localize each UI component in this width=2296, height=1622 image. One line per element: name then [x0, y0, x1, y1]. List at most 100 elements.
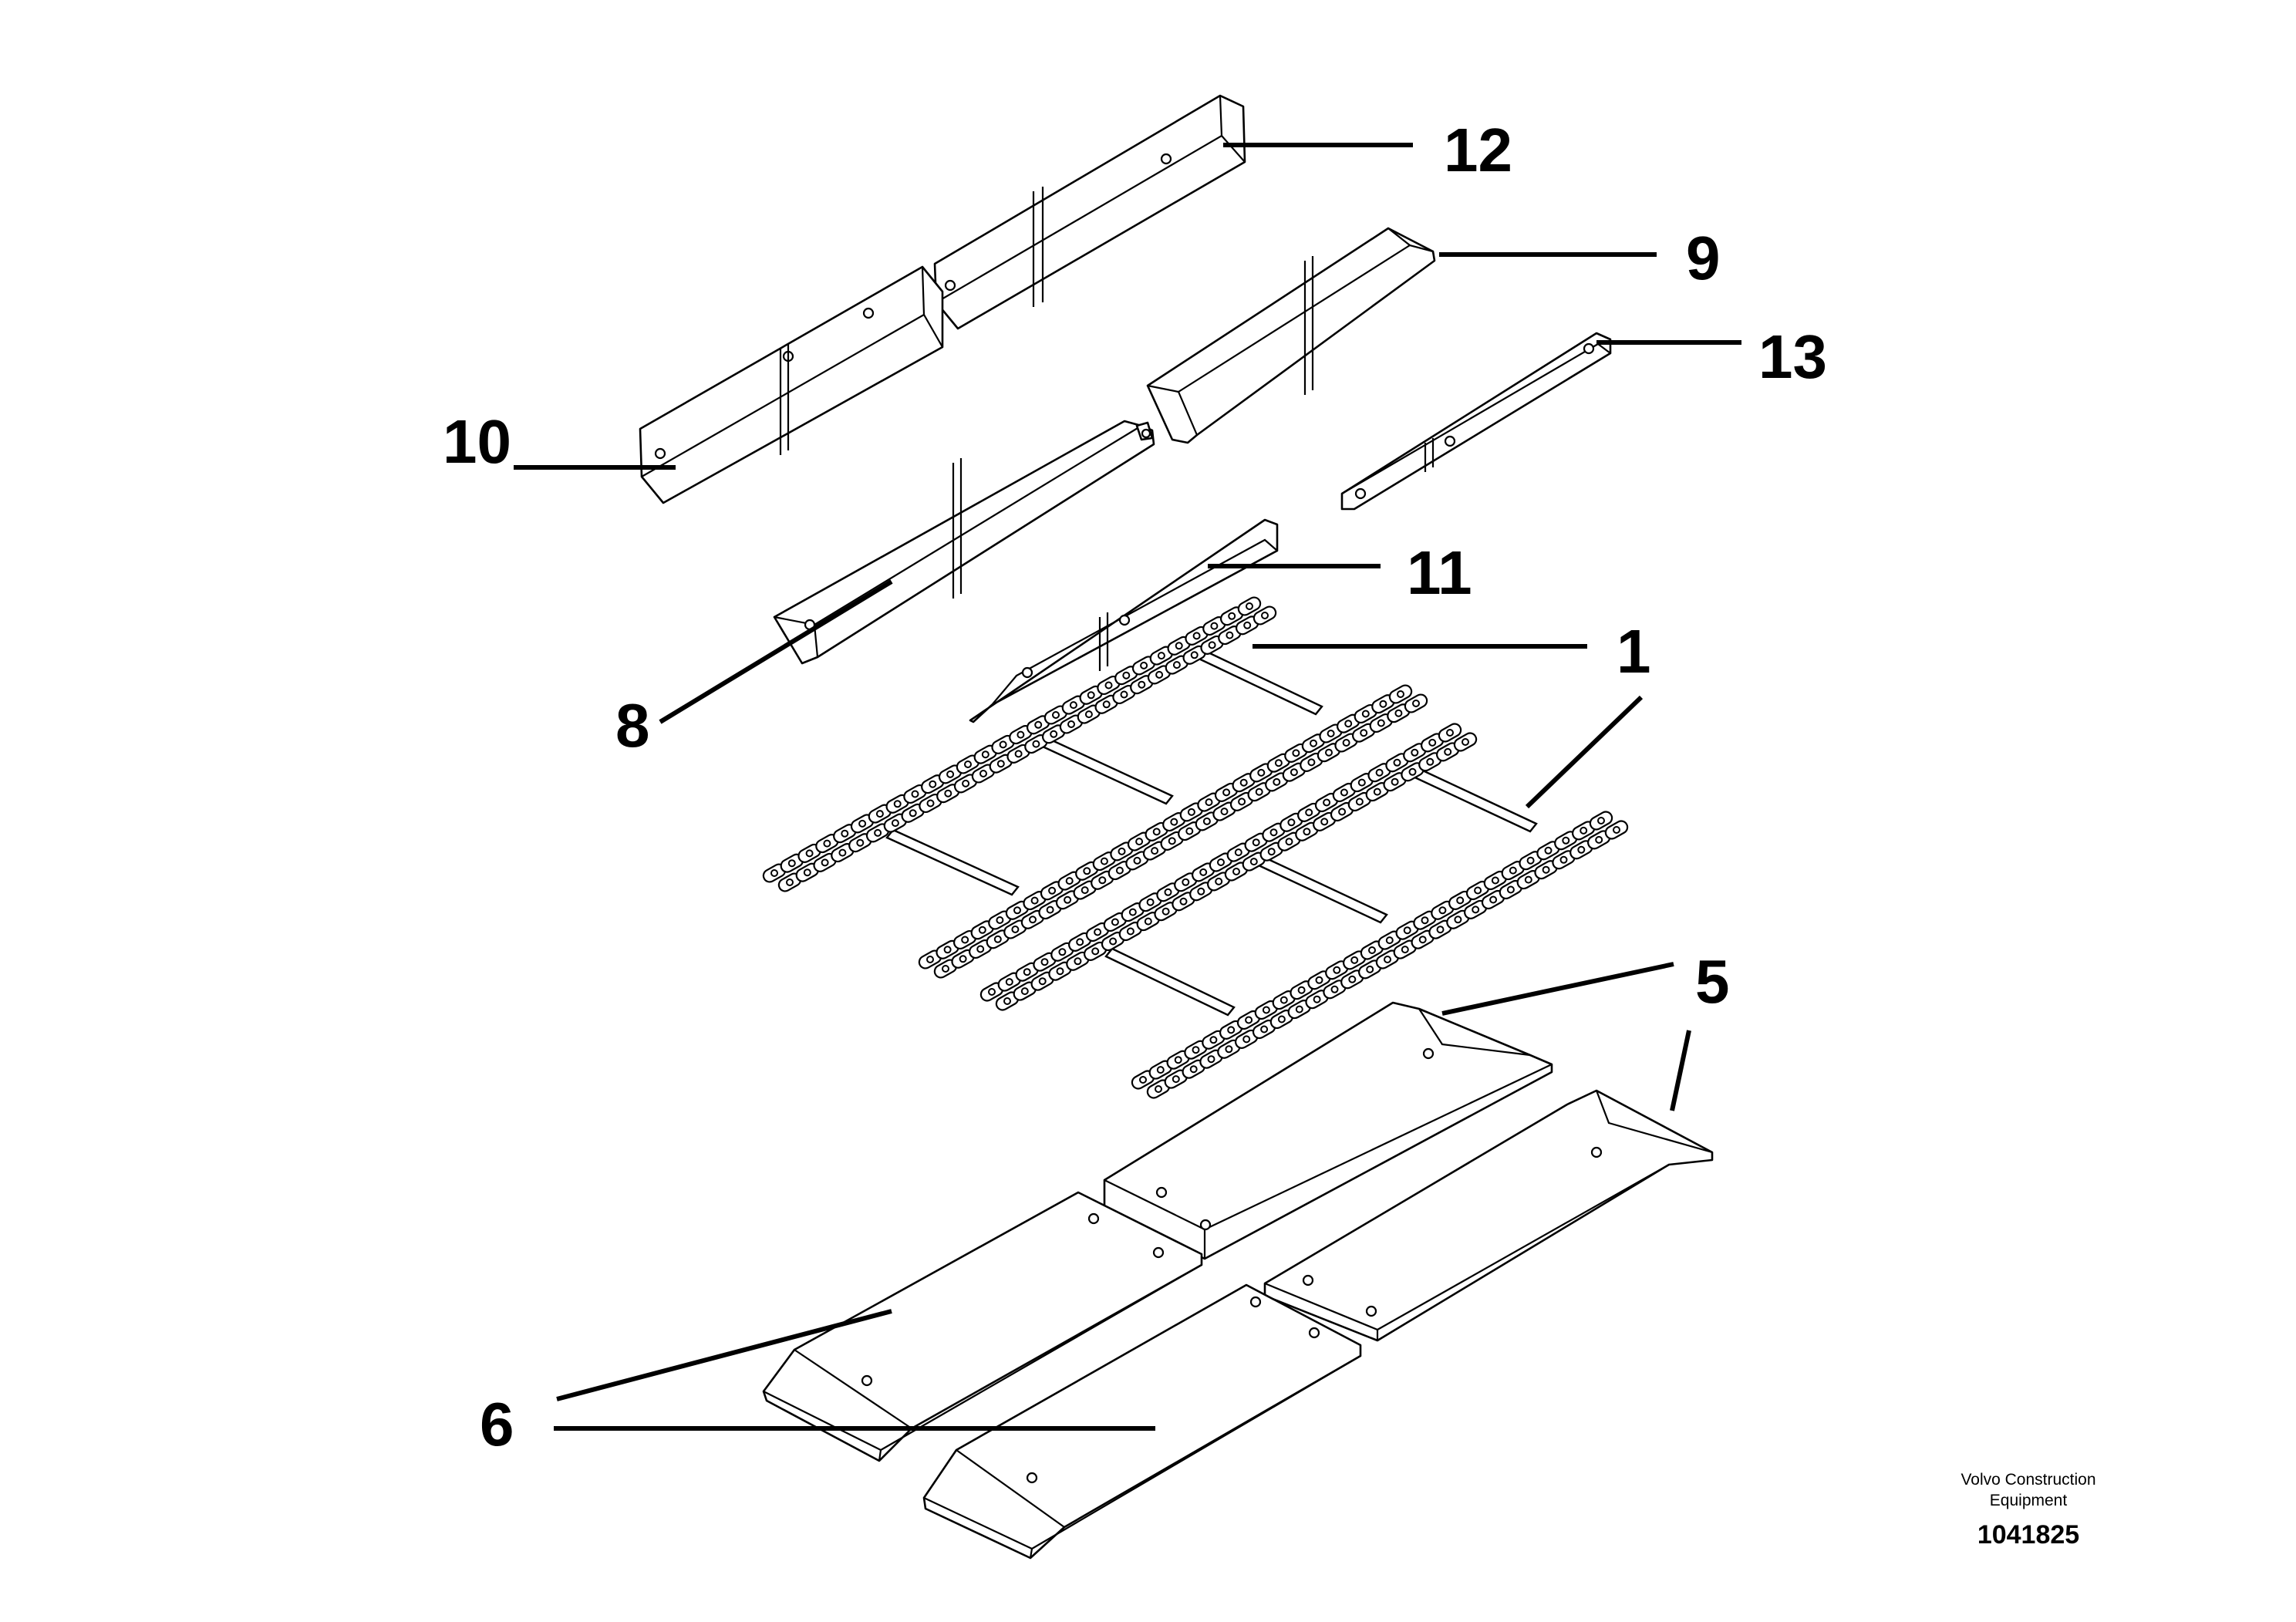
chain-pin [1279, 996, 1288, 1004]
part-8-triangular-guide [773, 420, 1155, 665]
chain-pin [1122, 671, 1131, 679]
chain-pin [1052, 711, 1060, 719]
chain-pin [1261, 612, 1269, 619]
chain-pin [1202, 817, 1211, 825]
leader-6a [556, 1309, 892, 1401]
chain-pin [1064, 895, 1072, 904]
chain-pin [926, 799, 935, 808]
leader-8 [659, 579, 893, 724]
chain-pin [1226, 631, 1234, 639]
chain-pin [1243, 621, 1252, 629]
chain-pin [1325, 748, 1333, 757]
chain-pin [1081, 886, 1089, 895]
chain-pin [996, 760, 1005, 768]
part-13-angle-strip [1340, 332, 1612, 511]
chain-pin [821, 858, 829, 867]
leader-5b [1670, 1030, 1691, 1111]
chain-pin [1303, 828, 1311, 836]
chain-pin [1262, 1006, 1270, 1014]
chain-pin [1524, 875, 1532, 884]
chain-pin [1087, 691, 1095, 700]
chain-pin [1360, 729, 1368, 737]
part-6-wear-plate-a [762, 1191, 1203, 1462]
chain-pin [1273, 777, 1281, 786]
chain-pin [1239, 778, 1248, 787]
part-11-angle-strip [969, 518, 1279, 723]
chain-pin [1310, 739, 1317, 747]
chain-pin [1135, 838, 1144, 846]
chain-pin [1454, 916, 1462, 924]
chain-pin [1580, 826, 1588, 835]
chain-pin [1192, 632, 1201, 640]
chain-pin [803, 868, 811, 877]
chain-pin [1020, 987, 1029, 996]
chain-pin [1182, 878, 1190, 886]
chain-pin [1338, 808, 1347, 816]
chain-pin [1418, 936, 1427, 944]
chain-pin [856, 838, 865, 847]
callout-12: 12 [1444, 116, 1512, 184]
chain-pin [1393, 758, 1401, 767]
chain-pin [1377, 719, 1385, 727]
chain-pin [1175, 642, 1183, 650]
chain-pin [1391, 777, 1399, 786]
chain-pin [1017, 730, 1025, 739]
chain-pin [1014, 750, 1023, 758]
chain-pin [805, 849, 814, 858]
chain-pin [1315, 976, 1323, 984]
leader-lines [514, 143, 1741, 1431]
chain-pin [1109, 937, 1118, 946]
chain-pin [1411, 748, 1419, 757]
chain-pin [823, 839, 831, 848]
chain-pin [978, 926, 986, 934]
chain-pin [929, 780, 937, 788]
chain-pin [1011, 926, 1020, 933]
chain-pin [1285, 838, 1293, 846]
chain-pin [1333, 966, 1341, 974]
chain-pin [1038, 977, 1047, 986]
callout-10: 10 [443, 407, 511, 476]
chain-pin [1228, 612, 1236, 620]
chain-pin [946, 770, 955, 778]
chain-pin [874, 828, 882, 837]
chain-pin [1138, 680, 1146, 689]
chain-pin [909, 809, 917, 818]
chain-pin [1207, 1055, 1215, 1064]
chain-pin [893, 800, 902, 808]
chain-pin [1290, 768, 1298, 777]
chain-pin [1320, 818, 1329, 826]
leader-5a [1441, 962, 1674, 1016]
chain-pin [1065, 877, 1074, 885]
chain-pin [979, 770, 987, 777]
chain-pin [1562, 836, 1570, 845]
chain-pin [959, 955, 967, 963]
chain-pin [1394, 709, 1403, 717]
chain-pin [1227, 1026, 1236, 1034]
chain-pin [1161, 907, 1170, 916]
callout-9: 9 [1686, 224, 1721, 292]
chain-pin [1084, 710, 1093, 719]
chain-pin [996, 916, 1004, 924]
chain-pin [1307, 758, 1316, 767]
callout-6: 6 [480, 1390, 514, 1458]
chain-pin [1355, 798, 1364, 806]
chain-pin [961, 936, 969, 944]
chain-pin [1083, 867, 1091, 875]
chain-pin [944, 789, 952, 798]
chain-pin [1067, 720, 1075, 728]
chain-pin [1595, 835, 1603, 844]
chain-pin [1146, 898, 1155, 906]
chain-pin [1559, 855, 1568, 864]
chain-pin [1269, 828, 1278, 837]
chain-pin [1091, 947, 1100, 956]
chain-pin [1003, 997, 1011, 1005]
part-9-triangular-guide [1146, 227, 1436, 444]
callouts: 12 9 13 10 11 1 8 5 6 [443, 116, 1827, 1458]
chain-pin [1209, 1036, 1218, 1044]
chain-pin [1152, 828, 1161, 836]
chain-pin [1151, 847, 1159, 855]
chain-pin [1384, 956, 1391, 963]
part-12-scraper-angle [933, 94, 1246, 330]
chain-pin [988, 988, 996, 996]
part-10-scraper-angle [639, 265, 944, 504]
